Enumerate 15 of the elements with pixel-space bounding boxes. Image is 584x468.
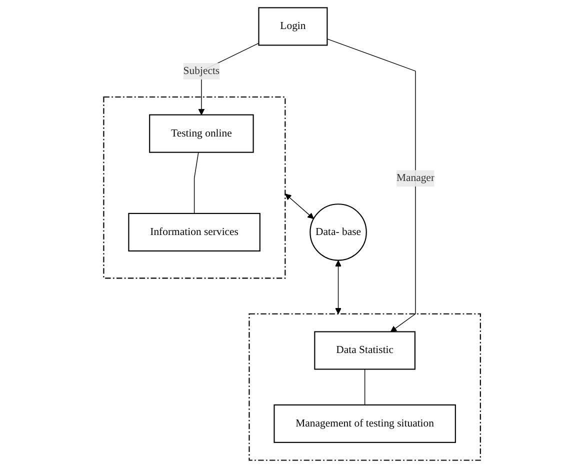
node-box: Data Statistic	[314, 331, 416, 370]
connector	[364, 368, 366, 406]
cluster	[103, 96, 286, 279]
node-box: Login	[258, 7, 328, 46]
node-box: Testing online	[149, 114, 254, 153]
node-box: Management of testing situation	[274, 404, 456, 443]
arrow	[285, 194, 314, 219]
arrow	[335, 260, 342, 314]
cluster	[248, 313, 481, 461]
node-box: Information services	[128, 212, 260, 252]
edge-label: Manager	[396, 172, 434, 184]
edge-label: Subjects	[183, 65, 220, 77]
arrow	[326, 38, 416, 332]
connector	[194, 152, 199, 214]
node-circle: Data- base	[310, 204, 367, 261]
